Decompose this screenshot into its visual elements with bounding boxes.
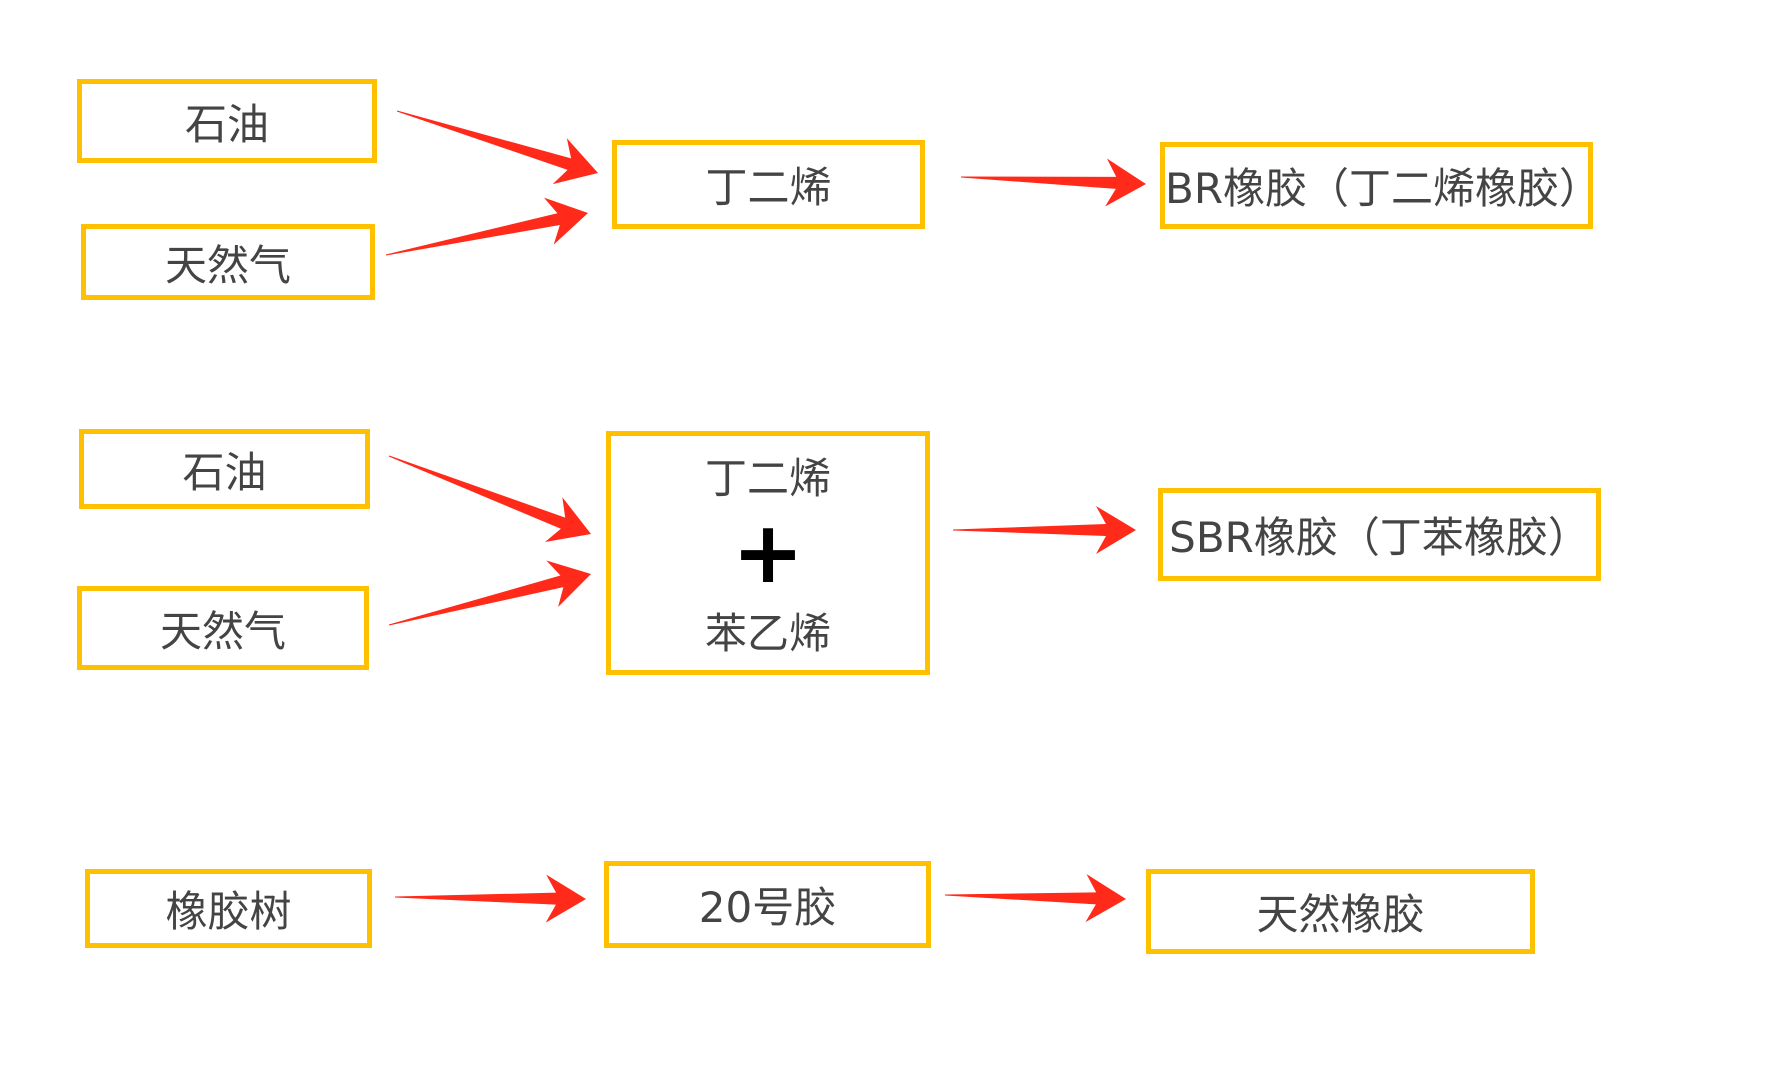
label: SBR橡胶（丁苯橡胶） bbox=[1169, 513, 1590, 562]
arrow-row2-gas-to-mix bbox=[388, 560, 591, 626]
label: 天然气 bbox=[164, 240, 291, 290]
arrow-row1-butadiene-to-br bbox=[960, 158, 1146, 207]
row3-product-natural-rubber: 天然橡胶 bbox=[1146, 869, 1535, 954]
row1-source-petroleum: 石油 bbox=[77, 79, 377, 163]
label: BR橡胶（丁二烯橡胶） bbox=[1165, 164, 1601, 213]
row1-intermediate-butadiene: 丁二烯 bbox=[612, 140, 925, 229]
arrow-row1-petroleum-to-butadiene bbox=[396, 110, 598, 185]
label-styrene: 苯乙烯 bbox=[704, 609, 831, 658]
label: 天然橡胶 bbox=[1256, 890, 1425, 939]
arrow-row2-petroleum-to-mix bbox=[388, 455, 591, 542]
label-butadiene: 丁二烯 bbox=[704, 454, 831, 503]
label: 橡胶树 bbox=[165, 887, 292, 936]
arrow-row3-tree-to-sir20 bbox=[394, 874, 586, 923]
row2-intermediate-butadiene-styrene: 丁二烯 + 苯乙烯 bbox=[606, 431, 930, 675]
arrow-row3-sir20-to-natural bbox=[944, 874, 1126, 923]
arrow-row1-gas-to-butadiene bbox=[385, 197, 588, 256]
row2-product-sbr-rubber: SBR橡胶（丁苯橡胶） bbox=[1158, 488, 1601, 581]
label: 丁二烯 bbox=[705, 163, 832, 212]
row3-intermediate-sir20: 20号胶 bbox=[604, 861, 931, 948]
row1-product-br-rubber: BR橡胶（丁二烯橡胶） bbox=[1160, 142, 1601, 229]
row3-source-rubber-tree: 橡胶树 bbox=[85, 869, 372, 948]
row1-source-natural-gas: 天然气 bbox=[81, 224, 375, 300]
arrow-row2-mix-to-sbr bbox=[953, 506, 1136, 554]
label: 石油 bbox=[184, 99, 269, 149]
label: 20号胶 bbox=[698, 883, 837, 932]
row2-source-petroleum: 石油 bbox=[79, 429, 370, 509]
label: 天然气 bbox=[159, 606, 286, 656]
label: 石油 bbox=[182, 447, 267, 497]
plus-sign: + bbox=[731, 503, 805, 603]
row2-source-natural-gas: 天然气 bbox=[77, 586, 369, 670]
